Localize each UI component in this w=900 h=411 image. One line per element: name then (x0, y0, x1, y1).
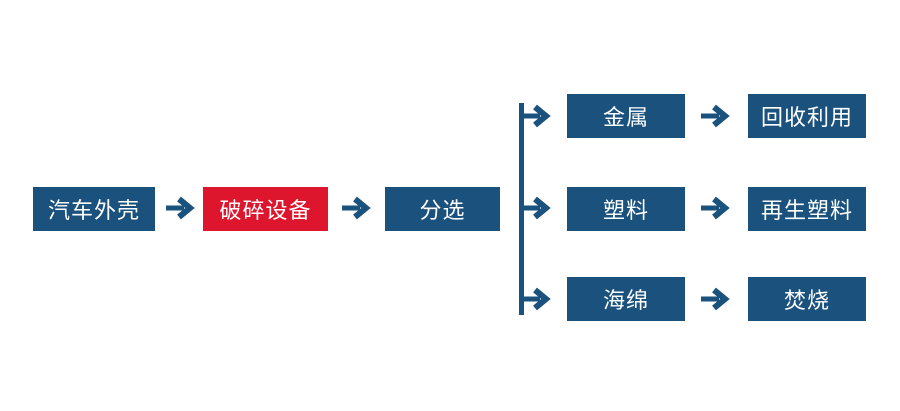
arrow-right-icon (342, 196, 371, 220)
branch-arrow-right-icon (521, 104, 551, 128)
node-sorting: 分选 (385, 187, 500, 231)
node-sponge: 海绵 (567, 277, 685, 321)
arrow-right-icon (166, 196, 195, 220)
node-recycling: 回收利用 (748, 94, 866, 138)
arrow-right-icon (701, 287, 730, 311)
node-metal: 金属 (567, 94, 685, 138)
node-plastic: 塑料 (567, 187, 685, 231)
arrow-right-icon (701, 196, 730, 220)
branch-arrow-right-icon (521, 196, 551, 220)
node-incineration: 焚烧 (748, 277, 866, 321)
node-crushing-equipment: 破碎设备 (203, 187, 328, 231)
branch-arrow-right-icon (521, 287, 551, 311)
arrow-right-icon (701, 104, 730, 128)
node-recycled-plastic: 再生塑料 (748, 187, 866, 231)
node-car-shell: 汽车外壳 (33, 187, 155, 231)
